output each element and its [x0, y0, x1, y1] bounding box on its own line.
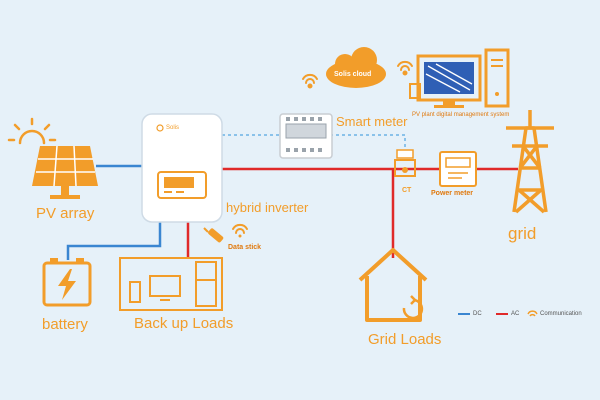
smart-meter-icon	[279, 113, 333, 159]
dc-wire-battery	[66, 222, 162, 260]
house-icon	[358, 248, 428, 322]
monitoring-system-label: PV plant digital management system	[412, 112, 510, 118]
solar-panel-icon	[32, 145, 98, 199]
comm-wire-ct	[330, 134, 406, 150]
ct-icon	[394, 149, 416, 177]
legend-communication: Communication	[540, 311, 582, 317]
monitor-icon	[409, 48, 510, 108]
backup-loads-icon	[119, 257, 223, 311]
backup-loads-label: Back up Loads	[134, 315, 234, 332]
battery-label: battery	[42, 316, 88, 333]
legend-ac: AC	[511, 311, 520, 317]
power-meter-label: Power meter	[431, 190, 474, 197]
wires	[66, 134, 518, 260]
data-stick-icon	[203, 223, 248, 243]
ct-label: CT	[402, 187, 412, 194]
inverter-icon	[141, 113, 223, 223]
data-stick-label: Data stick	[228, 244, 262, 251]
power-meter-icon	[439, 151, 477, 187]
cloud-label: Solis cloud	[334, 71, 372, 78]
legend-dc: DC	[473, 311, 482, 317]
smart-meter-label: Smart meter	[336, 114, 408, 129]
sun-icon	[7, 117, 57, 145]
hybrid-inverter-label: hybrid inverter	[226, 200, 309, 215]
pv-array-label: PV array	[36, 205, 95, 222]
wifi-icon	[302, 60, 413, 89]
grid-label: grid	[508, 224, 537, 243]
inverter-brand: Solis	[166, 125, 180, 131]
grid-loads-label: Grid Loads	[368, 331, 442, 348]
legend	[458, 310, 538, 317]
pylon-icon	[506, 110, 554, 214]
cloud-wifi-icon	[326, 47, 386, 88]
battery-icon	[42, 258, 92, 307]
